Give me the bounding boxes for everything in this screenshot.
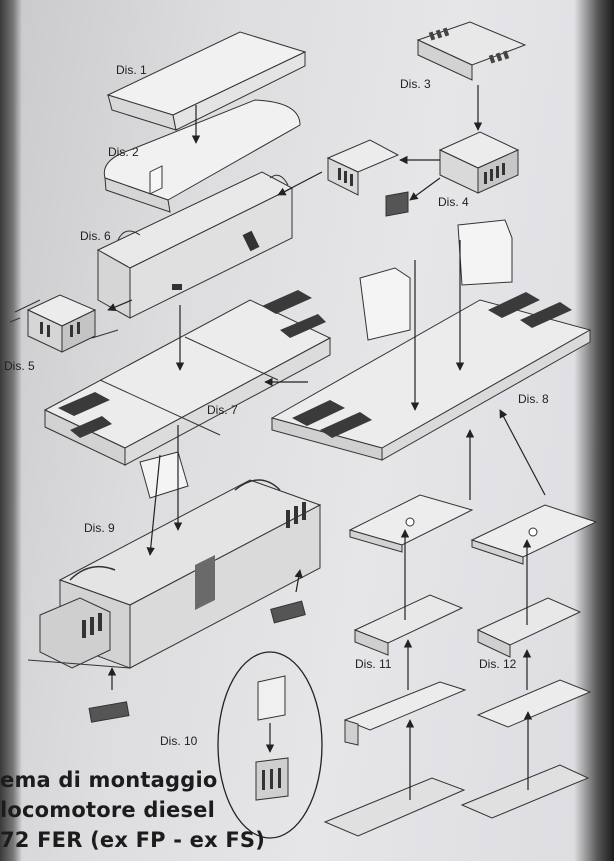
page-left-shadow <box>0 0 22 861</box>
part-labels: Dis. 1 Dis. 2 Dis. 3 Dis. 4 Dis. 5 Dis. … <box>4 63 549 748</box>
title-line-2: locomotore diesel <box>0 798 215 822</box>
part-dis3-roof-section <box>416 21 527 81</box>
part-dis12-bogie <box>460 597 592 819</box>
title-line-3: 72 FER (ex FP - ex FS) <box>0 828 266 852</box>
part-dis9-assembled-loco <box>27 451 322 723</box>
part-dis7-chassis <box>43 290 332 466</box>
assembly-arrows <box>107 85 546 800</box>
label-dis8: Dis. 8 <box>518 392 549 406</box>
label-dis9: Dis. 9 <box>84 521 115 535</box>
label-dis11: Dis. 11 <box>355 657 392 671</box>
part-dis11-bogie <box>323 594 467 837</box>
part-dis1-roof <box>106 31 307 131</box>
label-dis12: Dis. 12 <box>479 657 517 671</box>
label-dis1: Dis. 1 <box>116 63 147 77</box>
part-bogie-frame-left <box>348 494 474 553</box>
label-dis3: Dis. 3 <box>400 77 431 91</box>
label-dis4: Dis. 4 <box>438 195 469 209</box>
part-dis5-end-box <box>9 294 119 353</box>
part-dis8-floor <box>270 219 592 461</box>
part-dis10-detail <box>217 651 323 839</box>
page-right-shadow <box>574 0 614 861</box>
label-dis2: Dis. 2 <box>108 145 139 159</box>
label-dis5: Dis. 5 <box>4 359 35 373</box>
page-title: ema di montaggio locomotore diesel 72 FE… <box>0 765 265 855</box>
label-dis6: Dis. 6 <box>80 229 111 243</box>
label-dis10: Dis. 10 <box>160 734 198 748</box>
part-bogie-frame-right <box>470 504 598 565</box>
title-line-1: ema di montaggio <box>0 768 218 792</box>
part-dis6-body <box>96 165 294 319</box>
label-dis7: Dis. 7 <box>207 403 238 417</box>
part-dis4-hood <box>326 131 520 217</box>
